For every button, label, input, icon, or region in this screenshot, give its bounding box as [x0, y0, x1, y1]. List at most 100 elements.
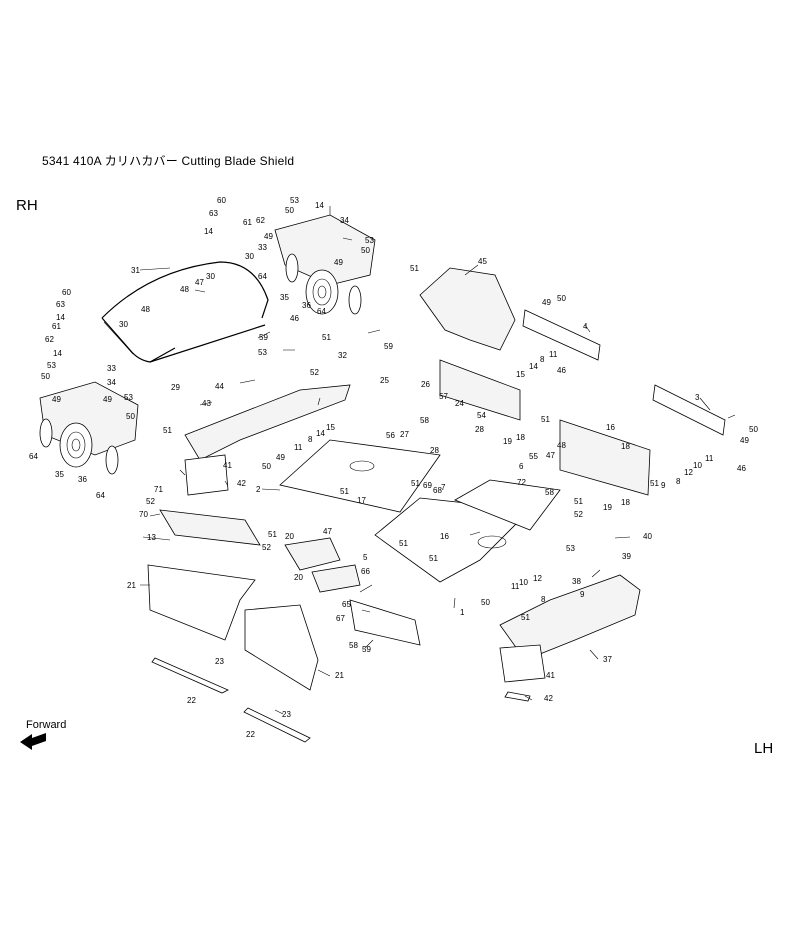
- part-callout-39: 39: [622, 552, 631, 561]
- part-callout-43: 43: [202, 399, 211, 408]
- part-callout-14: 14: [316, 429, 325, 438]
- forward-label: Forward: [26, 719, 67, 731]
- part-callout-30: 30: [245, 252, 254, 261]
- part-callout-50: 50: [749, 425, 758, 434]
- part-callout-51: 51: [163, 426, 172, 435]
- part-callout-38: 38: [572, 577, 581, 586]
- part-callout-8: 8: [308, 435, 313, 444]
- gasket-20: [284, 537, 341, 571]
- part-callout-52: 52: [574, 510, 583, 519]
- part-callout-24: 24: [455, 399, 464, 408]
- part-callout-50: 50: [557, 294, 566, 303]
- part-callout-51: 51: [268, 530, 277, 539]
- part-callout-6: 6: [519, 462, 524, 471]
- part-callout-54: 54: [477, 411, 486, 420]
- part-callout-3: 3: [695, 393, 700, 402]
- part-callout-13: 13: [147, 533, 156, 542]
- part-callout-62: 62: [45, 335, 54, 344]
- part-callout-52: 52: [146, 497, 155, 506]
- part-callout-19: 19: [503, 437, 512, 446]
- part-callout-59: 59: [362, 645, 371, 654]
- lh-clip-42: [504, 691, 531, 702]
- part-callout-18: 18: [516, 433, 525, 442]
- part-callout-21: 21: [127, 581, 136, 590]
- part-callout-4: 4: [583, 322, 588, 331]
- part-callout-18: 18: [621, 498, 630, 507]
- part-callout-25: 25: [380, 376, 389, 385]
- part-callout-48: 48: [180, 285, 189, 294]
- part-callout-36: 36: [302, 301, 311, 310]
- part-callout-61: 61: [52, 322, 61, 331]
- part-callout-72: 72: [517, 478, 526, 487]
- part-callout-34: 34: [107, 378, 116, 387]
- part-callout-23: 23: [215, 657, 224, 666]
- page-title: 5341 410A カリハカバー Cutting Blade Shield: [42, 154, 295, 168]
- part-callout-64: 64: [29, 452, 38, 461]
- part-callout-17: 17: [357, 496, 366, 505]
- part-callout-49: 49: [103, 395, 112, 404]
- part-callout-9: 9: [580, 590, 585, 599]
- part-callout-1: 1: [460, 608, 465, 617]
- part-callout-32: 32: [338, 351, 347, 360]
- part-callout-15: 15: [326, 423, 335, 432]
- part-callout-27: 27: [400, 430, 409, 439]
- part-callout-56: 56: [386, 431, 395, 440]
- part-callout-64: 64: [317, 307, 326, 316]
- part-callout-41: 41: [223, 461, 232, 470]
- rh-shield-41: [184, 454, 229, 496]
- part-callout-51: 51: [411, 479, 420, 488]
- rh-strap-22a: [151, 657, 229, 694]
- part-callout-11: 11: [705, 454, 714, 463]
- part-callout-67: 67: [336, 614, 345, 623]
- part-callout-51: 51: [322, 333, 331, 342]
- part-callout-58: 58: [349, 641, 358, 650]
- part-callout-42: 42: [237, 479, 246, 488]
- center-bracket-65: [349, 599, 421, 646]
- part-callout-26: 26: [421, 380, 430, 389]
- part-callout-22: 22: [246, 730, 255, 739]
- deck-side-plates: [439, 359, 521, 421]
- part-callout-70: 70: [139, 510, 148, 519]
- rail-plate-4: [522, 309, 601, 361]
- part-callout-34: 34: [340, 216, 349, 225]
- part-callout-50: 50: [481, 598, 490, 607]
- part-callout-59: 59: [384, 342, 393, 351]
- part-callout-8: 8: [676, 477, 681, 486]
- part-callout-65: 65: [342, 600, 351, 609]
- part-callout-53: 53: [365, 236, 374, 245]
- part-callout-60: 60: [217, 196, 226, 205]
- part-callout-51: 51: [521, 613, 530, 622]
- part-callout-45: 45: [478, 257, 487, 266]
- rh-skirt-21a: [147, 564, 256, 641]
- part-callout-59: 59: [259, 333, 268, 342]
- part-callout-11: 11: [549, 350, 558, 359]
- part-callout-63: 63: [209, 209, 218, 218]
- part-callout-68: 68: [433, 486, 442, 495]
- part-callout-51: 51: [574, 497, 583, 506]
- part-callout-14: 14: [529, 362, 538, 371]
- part-callout-33: 33: [107, 364, 116, 373]
- part-callout-53: 53: [124, 393, 133, 402]
- rh-skirt-21b: [244, 604, 319, 691]
- part-callout-49: 49: [264, 232, 273, 241]
- part-callout-7: 7: [441, 483, 446, 492]
- part-callout-47: 47: [195, 278, 204, 287]
- part-callout-8: 8: [540, 355, 545, 364]
- part-callout-22: 22: [187, 696, 196, 705]
- right-hand-label: RH: [16, 197, 38, 214]
- part-callout-20: 20: [294, 573, 303, 582]
- part-callout-10: 10: [693, 461, 702, 470]
- part-callout-11: 11: [294, 443, 303, 452]
- part-callout-61: 61: [243, 218, 252, 227]
- part-callout-53: 53: [290, 196, 299, 205]
- part-callout-14: 14: [53, 349, 62, 358]
- part-callout-47: 47: [546, 451, 555, 460]
- part-callout-19: 19: [603, 503, 612, 512]
- part-callout-37: 37: [603, 655, 612, 664]
- part-callout-51: 51: [340, 487, 349, 496]
- part-callout-52: 52: [262, 543, 271, 552]
- part-callout-33: 33: [258, 243, 267, 252]
- part-callout-64: 64: [96, 491, 105, 500]
- part-callout-16: 16: [440, 532, 449, 541]
